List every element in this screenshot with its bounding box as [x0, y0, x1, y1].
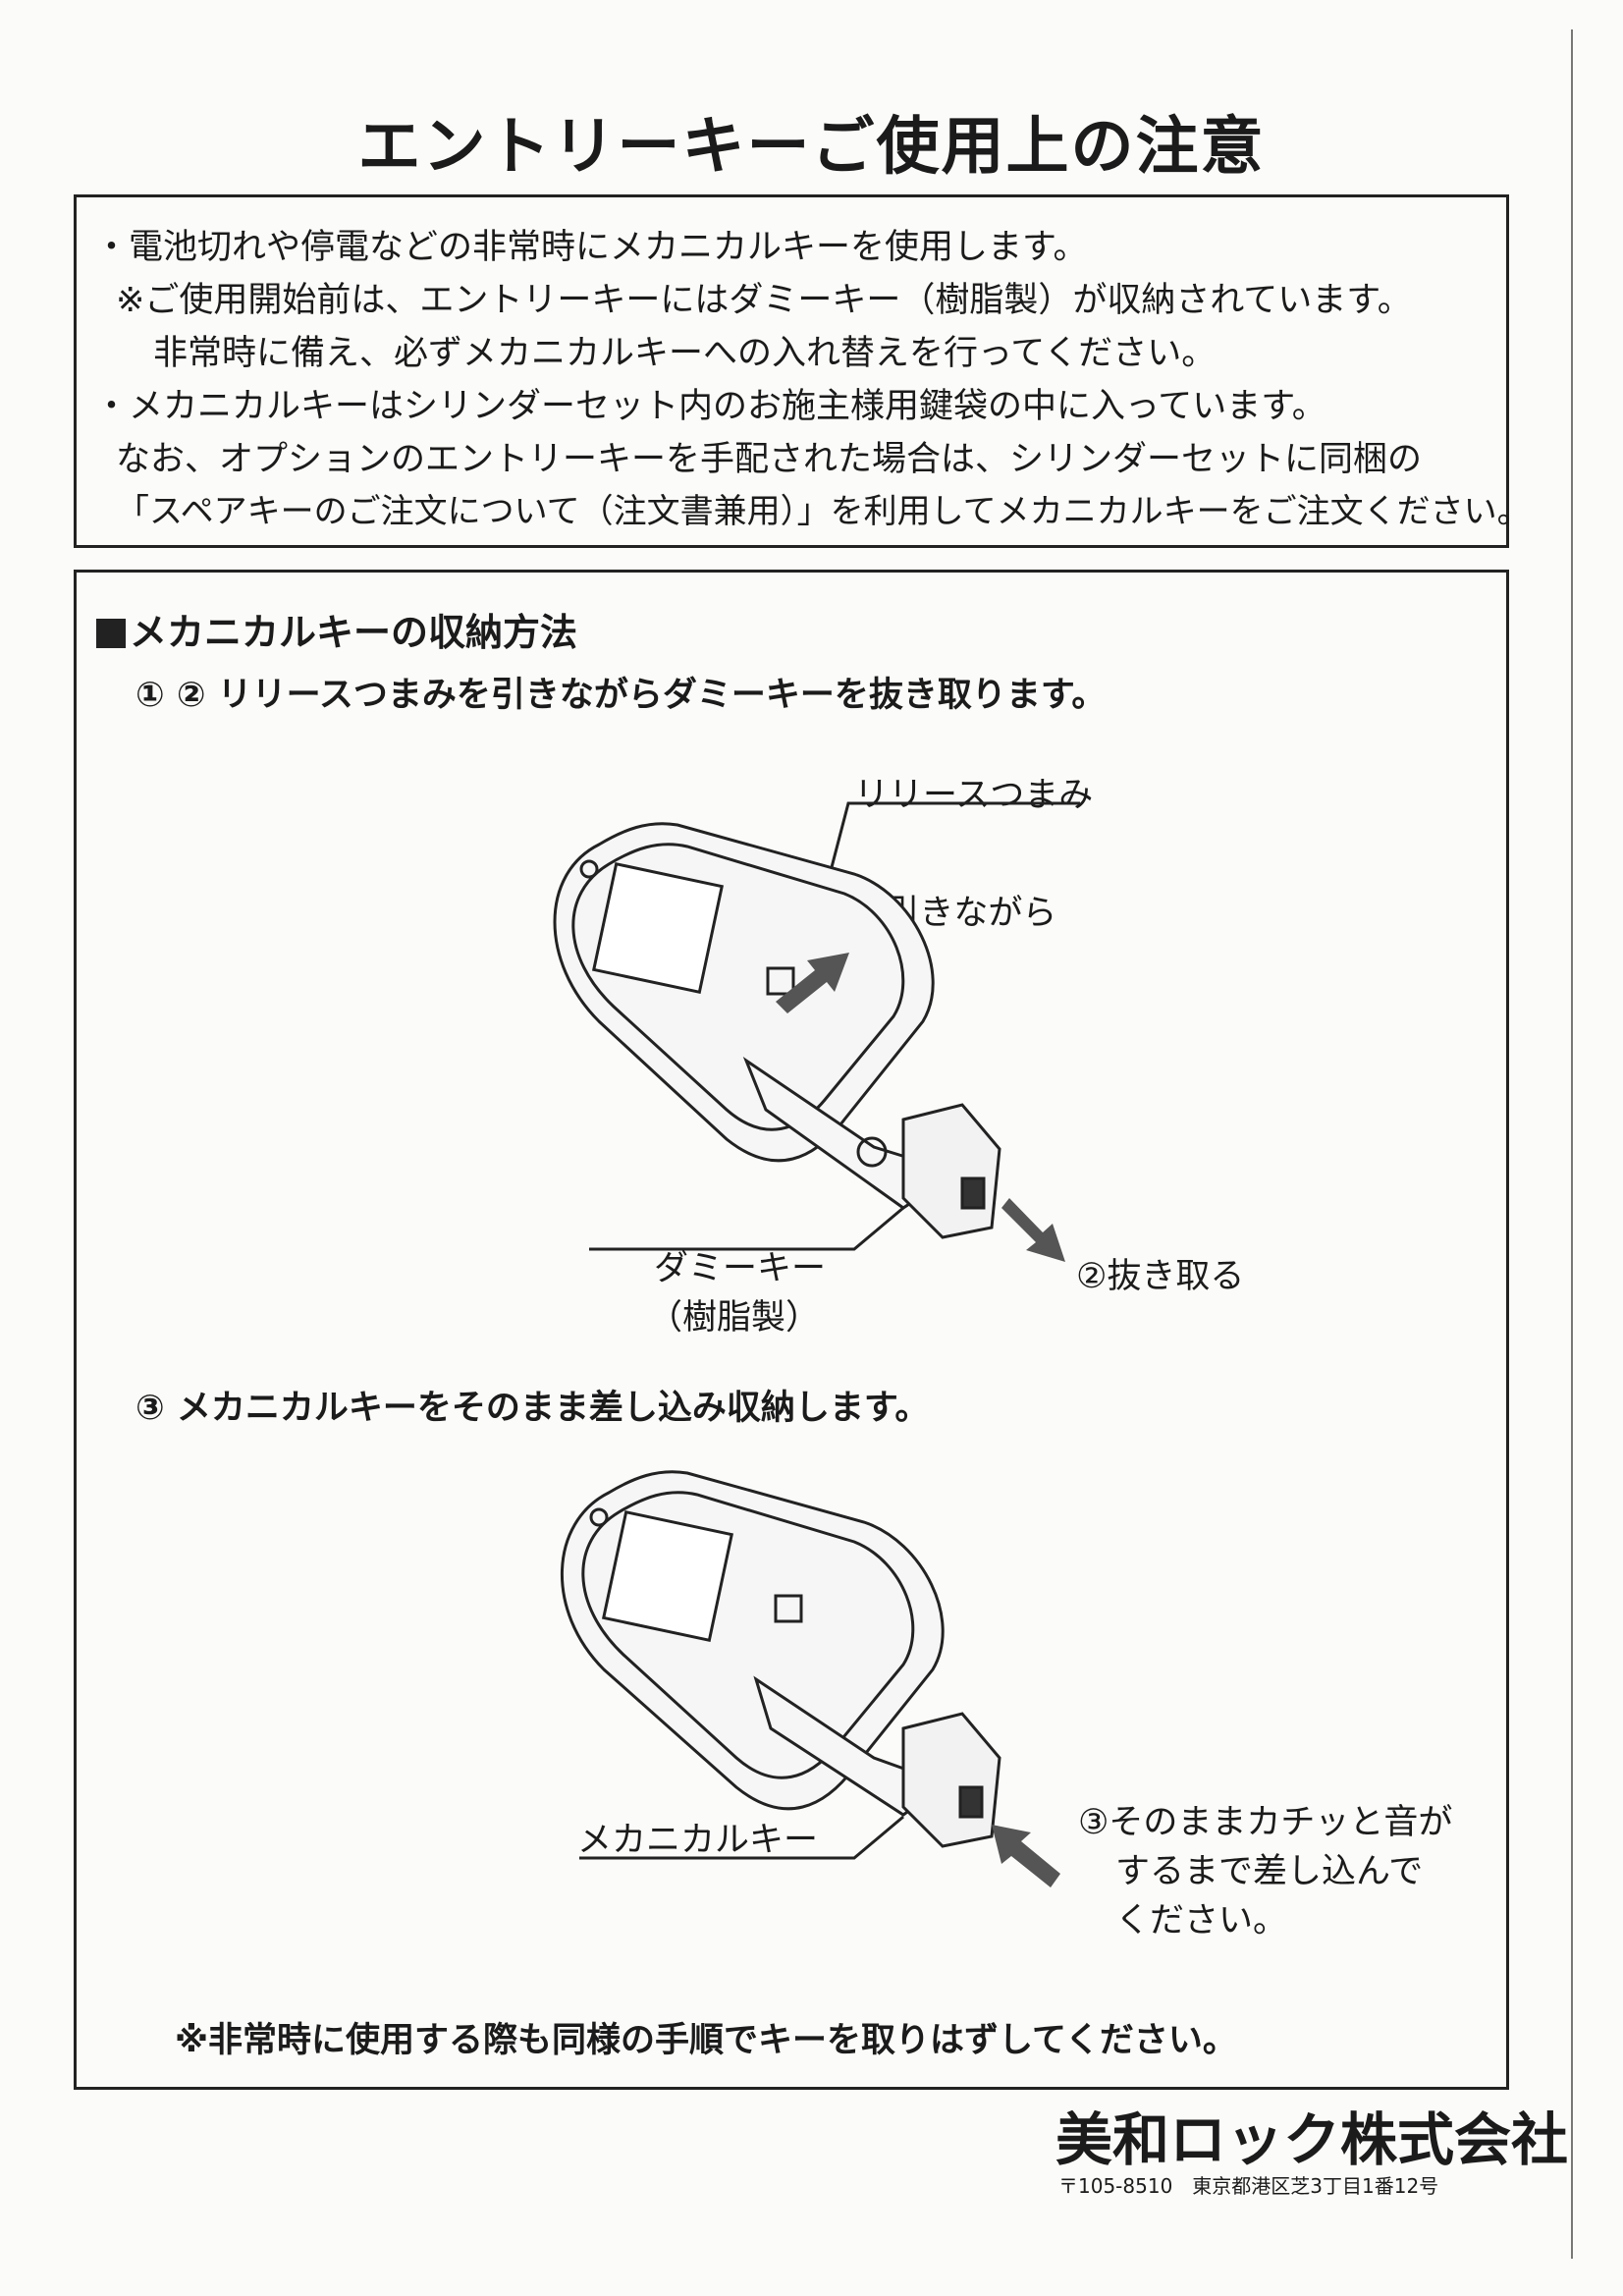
entry-key-body [553, 822, 935, 1163]
step-1-2-text: ① ② リリースつまみを引きながらダミーキーを抜き取ります。 [135, 676, 1107, 715]
insert-label-line-2: するまで差し込んで [1115, 1852, 1424, 1891]
notice-line-3: 非常時に備え、必ずメカニカルキーへの入れ替えを行ってください。 [153, 334, 1217, 373]
company-name: 美和ロック株式会社 [1055, 2106, 1569, 2173]
section-heading: メカニカルキーの収納方法 [96, 602, 577, 656]
mechanical-key [753, 1675, 1001, 1848]
page-title: エントリーキーご使用上の注意 [357, 111, 1266, 184]
entry-key-body-2 [561, 1470, 945, 1811]
insert-label-line-3: ください。 [1115, 1901, 1288, 1941]
mechanical-key-label: メカニカルキー [577, 1821, 819, 1860]
remove-label: ②抜き取る [1076, 1257, 1245, 1296]
dummy-key-material-label: （樹脂製） [648, 1298, 821, 1338]
dummy-key-label: ダミーキー [654, 1249, 827, 1288]
square-bullet-icon [96, 619, 126, 648]
company-address: 〒105-8510 東京都港区芝3丁目1番12号 [1058, 2174, 1439, 2198]
notice-box: ・電池切れや停電などの非常時にメカニカルキーを使用します。 ※ご使用開始前は、エ… [74, 194, 1531, 548]
notice-line-2: ※ご使用開始前は、エントリーキーにはダミーキー（樹脂製）が収納されています。 [116, 281, 1412, 320]
step-3-text: ③ メカニカルキーをそのまま差し込み収納します。 [135, 1389, 930, 1428]
release-knob-label: リリースつまみ [854, 776, 1094, 815]
dummy-key [742, 1057, 1001, 1239]
notice-line-6: 「スペアキーのご注文について（注文書兼用）」を利用してメカニカルキーをご注文くだ… [116, 492, 1531, 531]
pull-arrow-icon [776, 953, 849, 1013]
key-insertion-illustration [561, 1470, 1060, 1887]
notice-line-5: なお、オプションのエントリーキーを手配された場合は、シリンダーセットに同梱の [116, 440, 1423, 479]
notice-line-4: ・メカニカルキーはシリンダーセット内のお施主様用鍵袋の中に入っています。 [94, 387, 1326, 426]
page-edge-line [1571, 29, 1573, 2259]
insert-arrow-icon [992, 1825, 1060, 1887]
dummy-key-leader-line [589, 1206, 904, 1251]
notice-line-1: ・電池切れや停電などの非常時にメカニカルキーを使用します。 [94, 228, 1088, 267]
release-knob [766, 966, 795, 996]
key-removal-illustration [553, 801, 1080, 1262]
insert-label-line-1: ③そのままカチッと音が [1078, 1803, 1453, 1842]
mechanical-key-leader-line [579, 1815, 904, 1860]
footnote-text: ※非常時に使用する際も同様の手順でキーを取りはずしてください。 [175, 2021, 1237, 2060]
remove-arrow-icon [1001, 1198, 1065, 1262]
section-heading-text: メカニカルキーの収納方法 [130, 611, 578, 654]
